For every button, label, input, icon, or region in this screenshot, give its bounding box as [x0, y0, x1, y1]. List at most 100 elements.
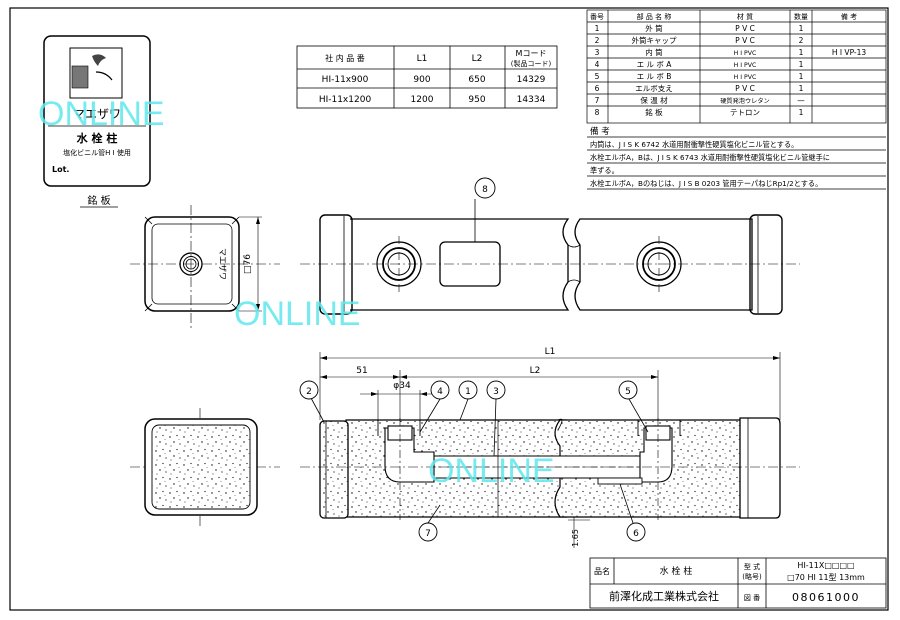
- side-brand-mark: マエザワ: [218, 248, 227, 280]
- size-cell: 14329: [517, 75, 546, 85]
- dim-51: 51: [356, 366, 367, 376]
- balloon-1-label: 1: [465, 387, 471, 397]
- size-cell: 900: [413, 75, 430, 85]
- parts-cell: テトロン: [730, 108, 760, 117]
- dimension-arrows: [320, 356, 780, 396]
- parts-cell: 内 筒: [645, 47, 663, 57]
- size-header-l2: L2: [472, 54, 483, 64]
- note-line: 準ずる。: [590, 166, 619, 175]
- parts-cell: 1: [799, 24, 804, 33]
- parts-cell: P V C: [735, 24, 755, 33]
- front-view-top: [300, 199, 800, 315]
- balloon-8: [474, 177, 496, 199]
- parts-cell: 1: [799, 108, 804, 117]
- size-cell: 650: [468, 75, 485, 85]
- parts-cell: エルボ支え: [635, 83, 673, 93]
- watermark: ONLINE: [428, 452, 555, 490]
- parts-cell: 1: [799, 84, 804, 93]
- parts-cell: 2: [799, 36, 804, 45]
- parts-cell: P V C: [735, 84, 755, 93]
- parts-header: 数量: [794, 12, 808, 21]
- title-model-label: 型 式: [744, 562, 760, 571]
- cross-section: [130, 408, 280, 528]
- note-line: 水栓エルボA，Bは、J I S K 6743 水道用耐衝撃性硬質塩化ビニル管継手…: [590, 153, 830, 162]
- parts-cell: 外筒キャップ: [632, 35, 677, 45]
- size-cell: 950: [468, 95, 485, 105]
- title-name-label: 品名: [594, 566, 610, 576]
- parts-cell: 外 筒: [645, 23, 663, 33]
- parts-header: 備 考: [841, 12, 857, 21]
- balloon-5-label: 5: [625, 387, 631, 397]
- note-line: 内筒は、J I S K 6742 水道用耐衝撃性硬質塩化ビニル管とする。: [590, 140, 798, 149]
- parts-cell: 銘 板: [645, 107, 663, 117]
- parts-cell: エ ル ボ B: [637, 72, 672, 81]
- nameplate-material-note: 塩化ビニル管H I 使用: [63, 148, 131, 157]
- parts-cell: P V C: [735, 36, 755, 45]
- title-drawing-label: 図 番: [744, 594, 760, 602]
- parts-cell: 1: [799, 72, 804, 81]
- nameplate-lot: Lot.: [52, 165, 69, 174]
- leader-lines: [310, 397, 649, 524]
- parts-cell: 2: [595, 36, 600, 45]
- sheet-border: [9, 7, 889, 611]
- parts-cell: 4: [595, 60, 600, 69]
- title-model-value: HI-11X□□□□: [797, 561, 854, 570]
- dim-165: 1.65: [571, 529, 580, 547]
- dim-square-76: □76: [243, 254, 253, 274]
- dim-34: φ34: [393, 381, 411, 391]
- title-name-value: 水 栓 柱: [660, 565, 693, 577]
- note-line: 水栓エルボA，Bのねじは、J I S B 0203 管用テーパねじRp1/2とす…: [590, 179, 822, 188]
- parts-table: [586, 9, 887, 124]
- balloon-7-label: 7: [425, 529, 431, 539]
- size-header-l1: L1: [417, 54, 428, 64]
- nameplate-caption: 銘 板: [87, 194, 110, 207]
- parts-cell: 硬質発泡ウレタン: [720, 97, 770, 105]
- notes-title: 備 考: [590, 126, 610, 137]
- title-block: [589, 557, 887, 609]
- size-cell: HI-11x1200: [319, 95, 372, 105]
- balloon-8-label: 8: [482, 185, 488, 195]
- nameplate-brand: マエザワ: [73, 107, 121, 121]
- parts-cell: 1: [595, 24, 600, 33]
- parts-header: 材 質: [737, 12, 753, 21]
- balloon-2-label: 2: [306, 387, 312, 397]
- title-model-label-2: (略号): [742, 572, 762, 581]
- parts-cell: H I VP-13: [832, 48, 867, 57]
- parts-cell: 8: [595, 108, 600, 117]
- balloon-4-label: 4: [437, 387, 443, 397]
- dim-l2: L2: [530, 366, 541, 376]
- parts-cell: 3: [595, 48, 600, 57]
- parts-cell: 1: [799, 48, 804, 57]
- nameplate: マエザワ 水 栓 柱 塩化ビニル管H I 使用 Lot.: [43, 35, 151, 187]
- size-cell: 1200: [411, 95, 434, 105]
- parts-table-text: 番号 部 品 名 称 材 質 数量 備 考 1 外 筒 P V C 1 2 外筒キャップ P V C 2…: [590, 12, 866, 117]
- watermark: ONLINE: [234, 295, 361, 333]
- parts-cell: H I PVC: [734, 50, 757, 57]
- parts-cell: 6: [595, 84, 600, 93]
- title-model-value-2: □70 HI 11型 13mm: [787, 573, 865, 582]
- parts-cell: 7: [595, 96, 600, 105]
- parts-cell: H I PVC: [734, 74, 757, 81]
- size-header-code: 社 内 品 番: [325, 53, 365, 63]
- parts-cell: —: [797, 96, 805, 105]
- parts-header: 番号: [590, 13, 604, 21]
- long-section: [300, 417, 800, 520]
- balloon-6-label: 6: [633, 529, 639, 539]
- size-table: [296, 45, 558, 109]
- size-cell: 14334: [517, 95, 546, 105]
- watermark: ONLINE: [38, 95, 165, 133]
- parts-header: 部 品 名 称: [637, 12, 672, 21]
- water-drop-icon: [92, 54, 106, 66]
- dimension-lines: [319, 352, 781, 548]
- title-company: 前澤化成工業株式会社: [609, 589, 719, 603]
- size-cell: HI-11x900: [322, 75, 369, 85]
- size-header-product-code: (製品コード): [511, 59, 552, 68]
- parts-cell: 保 温 材: [640, 95, 668, 105]
- size-header-mcode: Mコード: [516, 49, 547, 58]
- parts-cell: 5: [595, 72, 600, 81]
- nameplate-product: 水 栓 柱: [77, 131, 118, 145]
- end-view-top: [130, 205, 280, 328]
- faucet-logo-icon: [71, 65, 89, 89]
- parts-cell: 1: [799, 60, 804, 69]
